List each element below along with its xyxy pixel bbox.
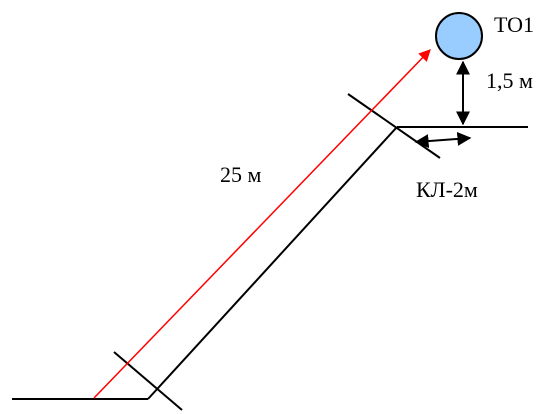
target-label: ТО1 [494,12,534,37]
target-circle [435,12,483,60]
offset-arrow [414,131,472,149]
slope-line [147,126,398,400]
length-label: 25 м [220,162,262,187]
height-label: 1,5 м [486,68,533,93]
offset-label: КЛ-2м [416,177,478,202]
sight-line-arrow [93,49,431,399]
bottom-cross-tick [113,351,183,411]
